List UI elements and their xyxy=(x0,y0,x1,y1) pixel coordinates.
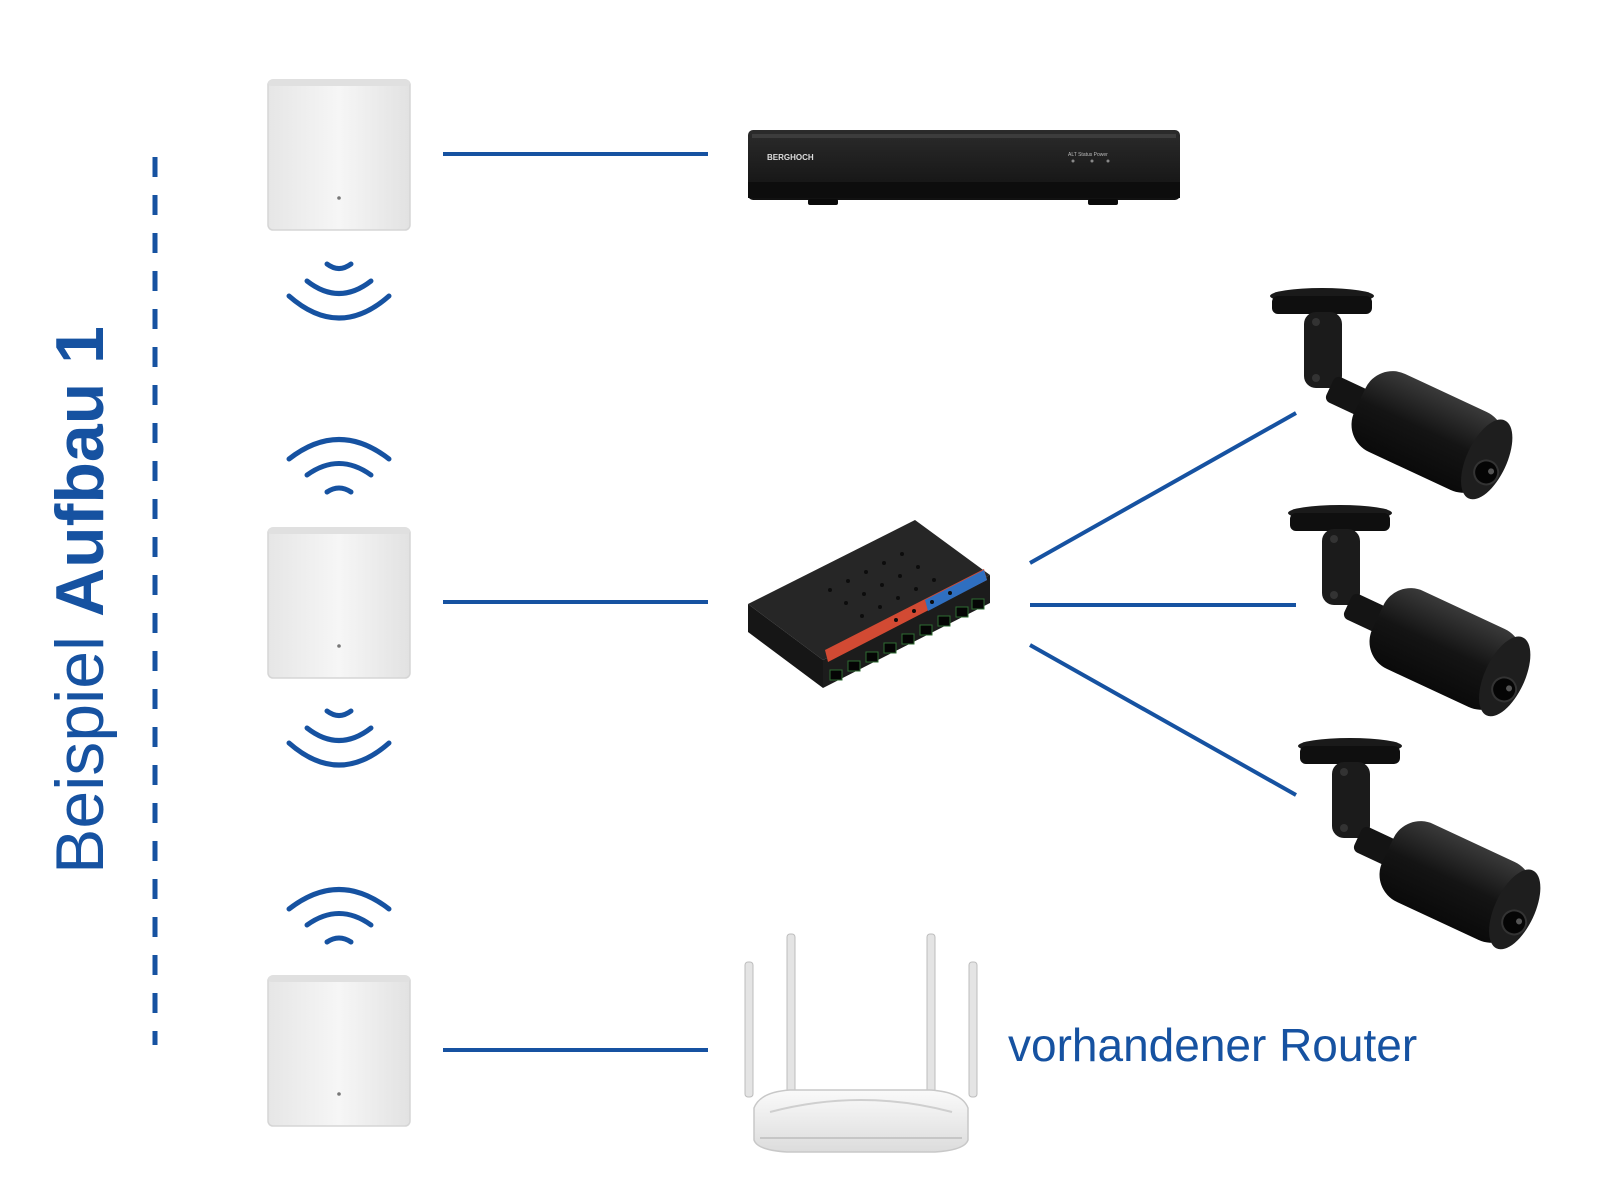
wifi-signal-icon-middle-up xyxy=(286,437,392,495)
switch-ports xyxy=(829,598,985,681)
link-switch-to-camera-3 xyxy=(1029,643,1297,797)
title-bold: Aufbau 1 xyxy=(42,326,118,617)
nvr-recorder: BERGHOCH ALT Status Power xyxy=(748,130,1180,205)
router-antennas xyxy=(744,933,978,1098)
diagram-title: Beispiel Aufbau 1 xyxy=(42,326,118,874)
switch-vent-holes xyxy=(828,552,952,622)
title-light: Beispiel xyxy=(42,616,118,874)
powerline-adapter-bottom xyxy=(267,975,411,1127)
wifi-signal-icon-middle-down xyxy=(286,708,392,768)
link-switch-to-camera-1 xyxy=(1029,411,1297,565)
wifi-signal-icon-top xyxy=(286,261,392,321)
powerline-adapter-middle xyxy=(267,527,411,679)
bullet-camera-2 xyxy=(1288,505,1531,717)
router-label: vorhandener Router xyxy=(1008,1019,1418,1071)
wifi-router xyxy=(744,933,978,1153)
bullet-camera-3 xyxy=(1298,738,1541,950)
bullet-camera-1 xyxy=(1270,288,1513,500)
nvr-brand-label: BERGHOCH xyxy=(767,153,814,162)
nvr-indicator-labels: ALT Status Power xyxy=(1068,152,1108,158)
poe-switch xyxy=(748,520,990,688)
powerline-adapter-top xyxy=(267,79,411,231)
wifi-signal-icon-bottom xyxy=(286,887,392,945)
